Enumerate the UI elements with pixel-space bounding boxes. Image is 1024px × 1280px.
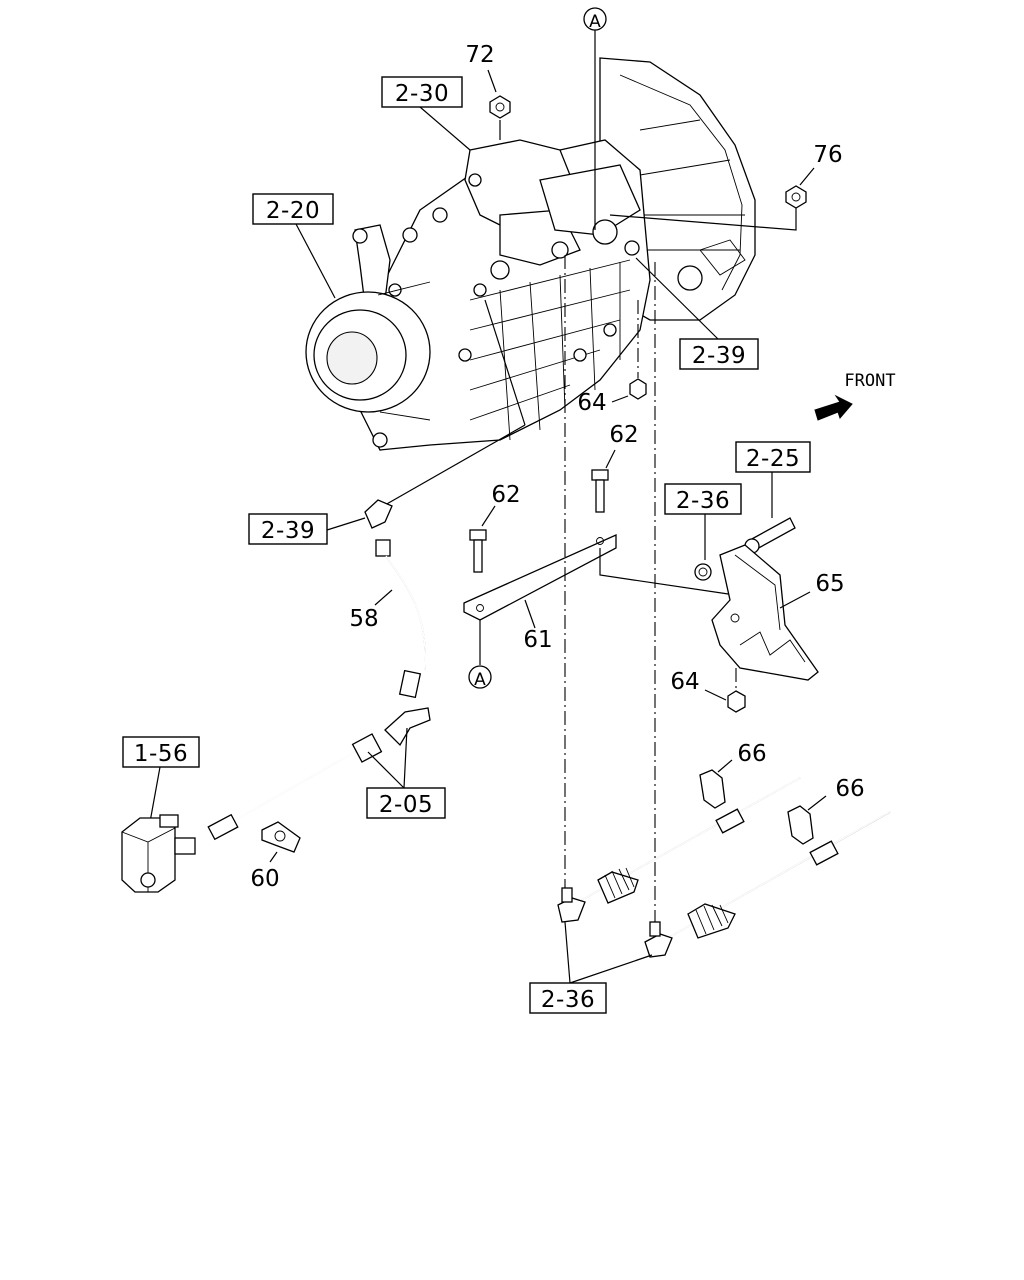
part-number-62-right: 62 <box>609 422 638 448</box>
ref-box-1-56-label: 1-56 <box>134 741 188 767</box>
ref-box-2-25-label: 2-25 <box>746 446 800 472</box>
ref-box-2-39-left: 2-39 <box>248 299 526 545</box>
marker-a-bottom: A <box>468 665 492 690</box>
nut-72: 72 <box>465 42 511 140</box>
front-arrow-icon <box>814 394 853 421</box>
transmission-assembly <box>305 57 756 451</box>
bolt-62-right: 62 <box>591 422 639 513</box>
bracket-65: 65 <box>711 544 845 681</box>
clip-60: 60 <box>250 821 301 892</box>
ref-box-2-36-upper: 2-36 <box>664 483 742 560</box>
part-number-64-lower: 64 <box>670 669 699 695</box>
part-number-66-upper: 66 <box>737 741 766 767</box>
marker-a-top: A <box>583 7 607 230</box>
part-number-66-lower: 66 <box>835 776 864 802</box>
ref-box-2-20-label: 2-20 <box>266 198 320 224</box>
part-number-58: 58 <box>349 606 378 632</box>
marker-a-bottom-label: A <box>474 670 486 690</box>
ref-box-2-39-left-label: 2-39 <box>261 518 315 544</box>
ref-box-2-05: 2-05 <box>366 727 446 819</box>
ref-box-2-05-label: 2-05 <box>379 792 433 818</box>
part-number-64-upper: 64 <box>577 390 606 416</box>
plate-61: 61 <box>463 533 736 665</box>
ref-box-2-30: 2-30 <box>381 76 471 151</box>
front-direction-indicator: FRONT <box>814 371 896 421</box>
center-lines <box>564 255 656 925</box>
ref-box-2-25: 2-25 <box>735 441 811 518</box>
ref-box-2-39-right: 2-39 <box>635 257 759 370</box>
part-number-76: 76 <box>813 142 842 168</box>
ref-box-2-36-upper-label: 2-36 <box>676 488 730 514</box>
part-number-65: 65 <box>815 571 844 597</box>
ref-box-2-39-right-label: 2-39 <box>692 343 746 369</box>
tee-fitting <box>351 707 431 763</box>
pipe-line <box>207 751 356 841</box>
ref-box-2-36-lower: 2-36 <box>529 921 653 1014</box>
part-number-62-left: 62 <box>491 482 520 508</box>
hose-58: 58 <box>349 555 427 699</box>
nut-64-lower: 64 <box>670 668 746 713</box>
ref-box-1-56: 1-56 <box>122 736 200 823</box>
part-number-61: 61 <box>523 627 552 653</box>
shift-cable-upper <box>557 777 801 923</box>
ball-joint-stud <box>694 517 796 581</box>
clip-66-upper: 66 <box>699 741 767 809</box>
nut-76: 76 <box>609 142 843 231</box>
ref-box-2-30-label: 2-30 <box>395 81 449 107</box>
part-number-60: 60 <box>250 866 279 892</box>
shift-cable-lower <box>644 811 891 958</box>
clip-66-lower: 66 <box>787 776 865 845</box>
marker-a-top-label: A <box>589 12 601 32</box>
elbow-fitting <box>364 499 393 557</box>
ref-box-2-36-lower-label: 2-36 <box>541 987 595 1013</box>
part-number-72: 72 <box>465 42 494 68</box>
nut-64-upper: 64 <box>577 300 647 416</box>
valve-body <box>121 814 196 893</box>
bolt-62-left: 62 <box>469 482 521 573</box>
front-label: FRONT <box>844 371 895 391</box>
ref-box-2-20: 2-20 <box>252 193 336 299</box>
